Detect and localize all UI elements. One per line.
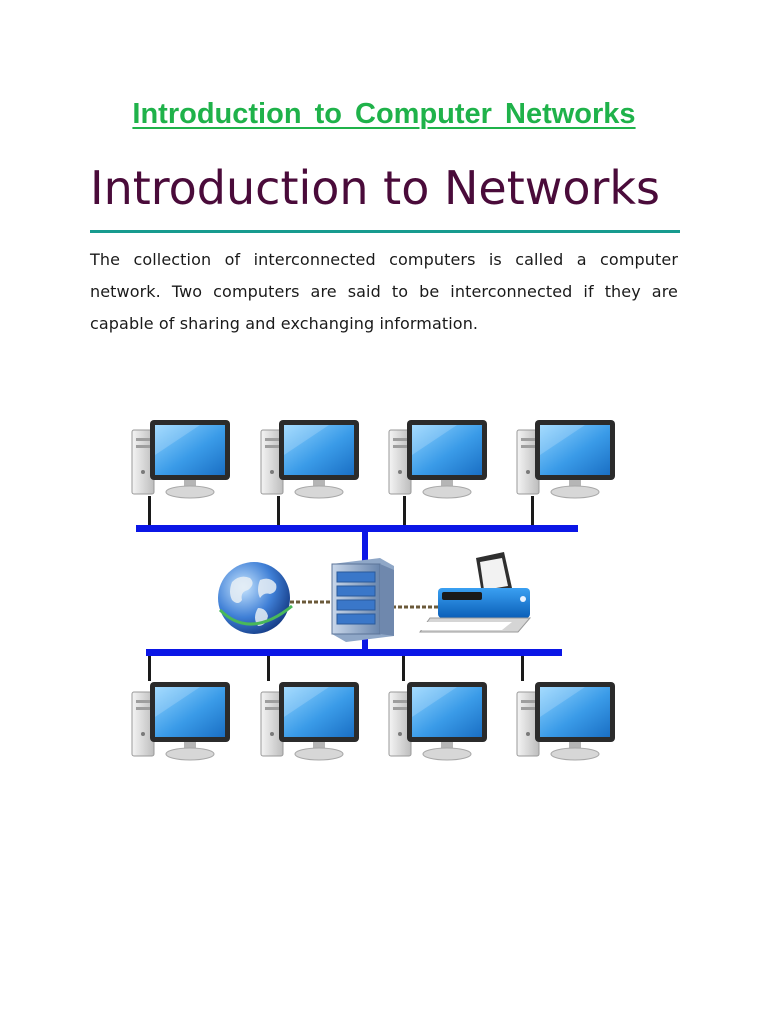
computer-icon [131,681,231,761]
computer-icon [388,419,488,499]
computer-icon [388,681,488,761]
title-divider [90,230,680,233]
network-diagram [131,419,616,761]
printer-icon [416,552,532,633]
globe-icon [218,562,293,634]
computer-icon [516,681,616,761]
page-title: Introduction to Networks [90,161,661,215]
top-heading: Introduction to Computer Networks [132,98,636,130]
server-icon [331,558,394,642]
computer-icon [260,419,360,499]
computer-icon [260,681,360,761]
computer-icon [131,419,231,499]
computer-icon [516,419,616,499]
intro-paragraph: The collection of interconnected compute… [90,250,678,333]
